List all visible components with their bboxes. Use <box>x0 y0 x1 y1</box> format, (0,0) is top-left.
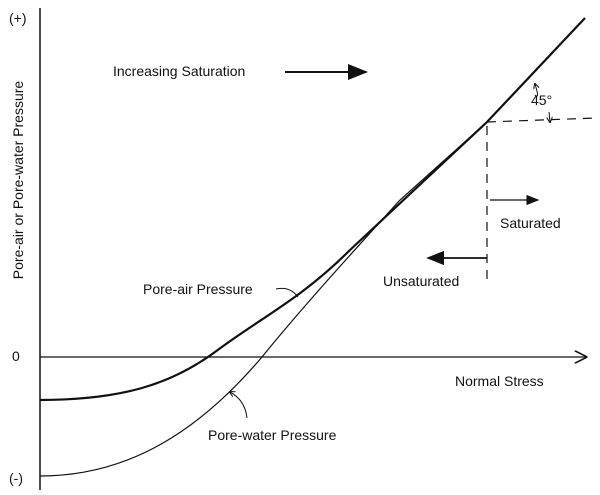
increasing-saturation-label: Increasing Saturation <box>113 63 246 79</box>
angle-arc-top <box>535 84 538 97</box>
x-axis-title: Normal Stress <box>455 373 544 389</box>
pore-water-leader <box>230 392 248 419</box>
y-bottom-label: (-) <box>9 470 23 486</box>
unsaturated-label: Unsaturated <box>383 273 460 289</box>
y-axis-title: Pore-air or Pore-water Pressure <box>10 80 26 280</box>
pore-water-label: Pore-water Pressure <box>208 427 337 443</box>
y-zero-label: 0 <box>12 348 20 364</box>
pore-air-curve <box>39 17 586 402</box>
angle-label: 45° <box>531 92 553 108</box>
pore-water-curve <box>39 121 488 477</box>
saturated-label: Saturated <box>500 215 561 231</box>
pore-air-label: Pore-air Pressure <box>143 281 253 297</box>
horizontal-reference-dashed <box>486 117 597 123</box>
y-top-label: (+) <box>9 10 27 26</box>
angle-arc-bottom <box>549 111 550 122</box>
pore-air-leader <box>275 287 299 298</box>
